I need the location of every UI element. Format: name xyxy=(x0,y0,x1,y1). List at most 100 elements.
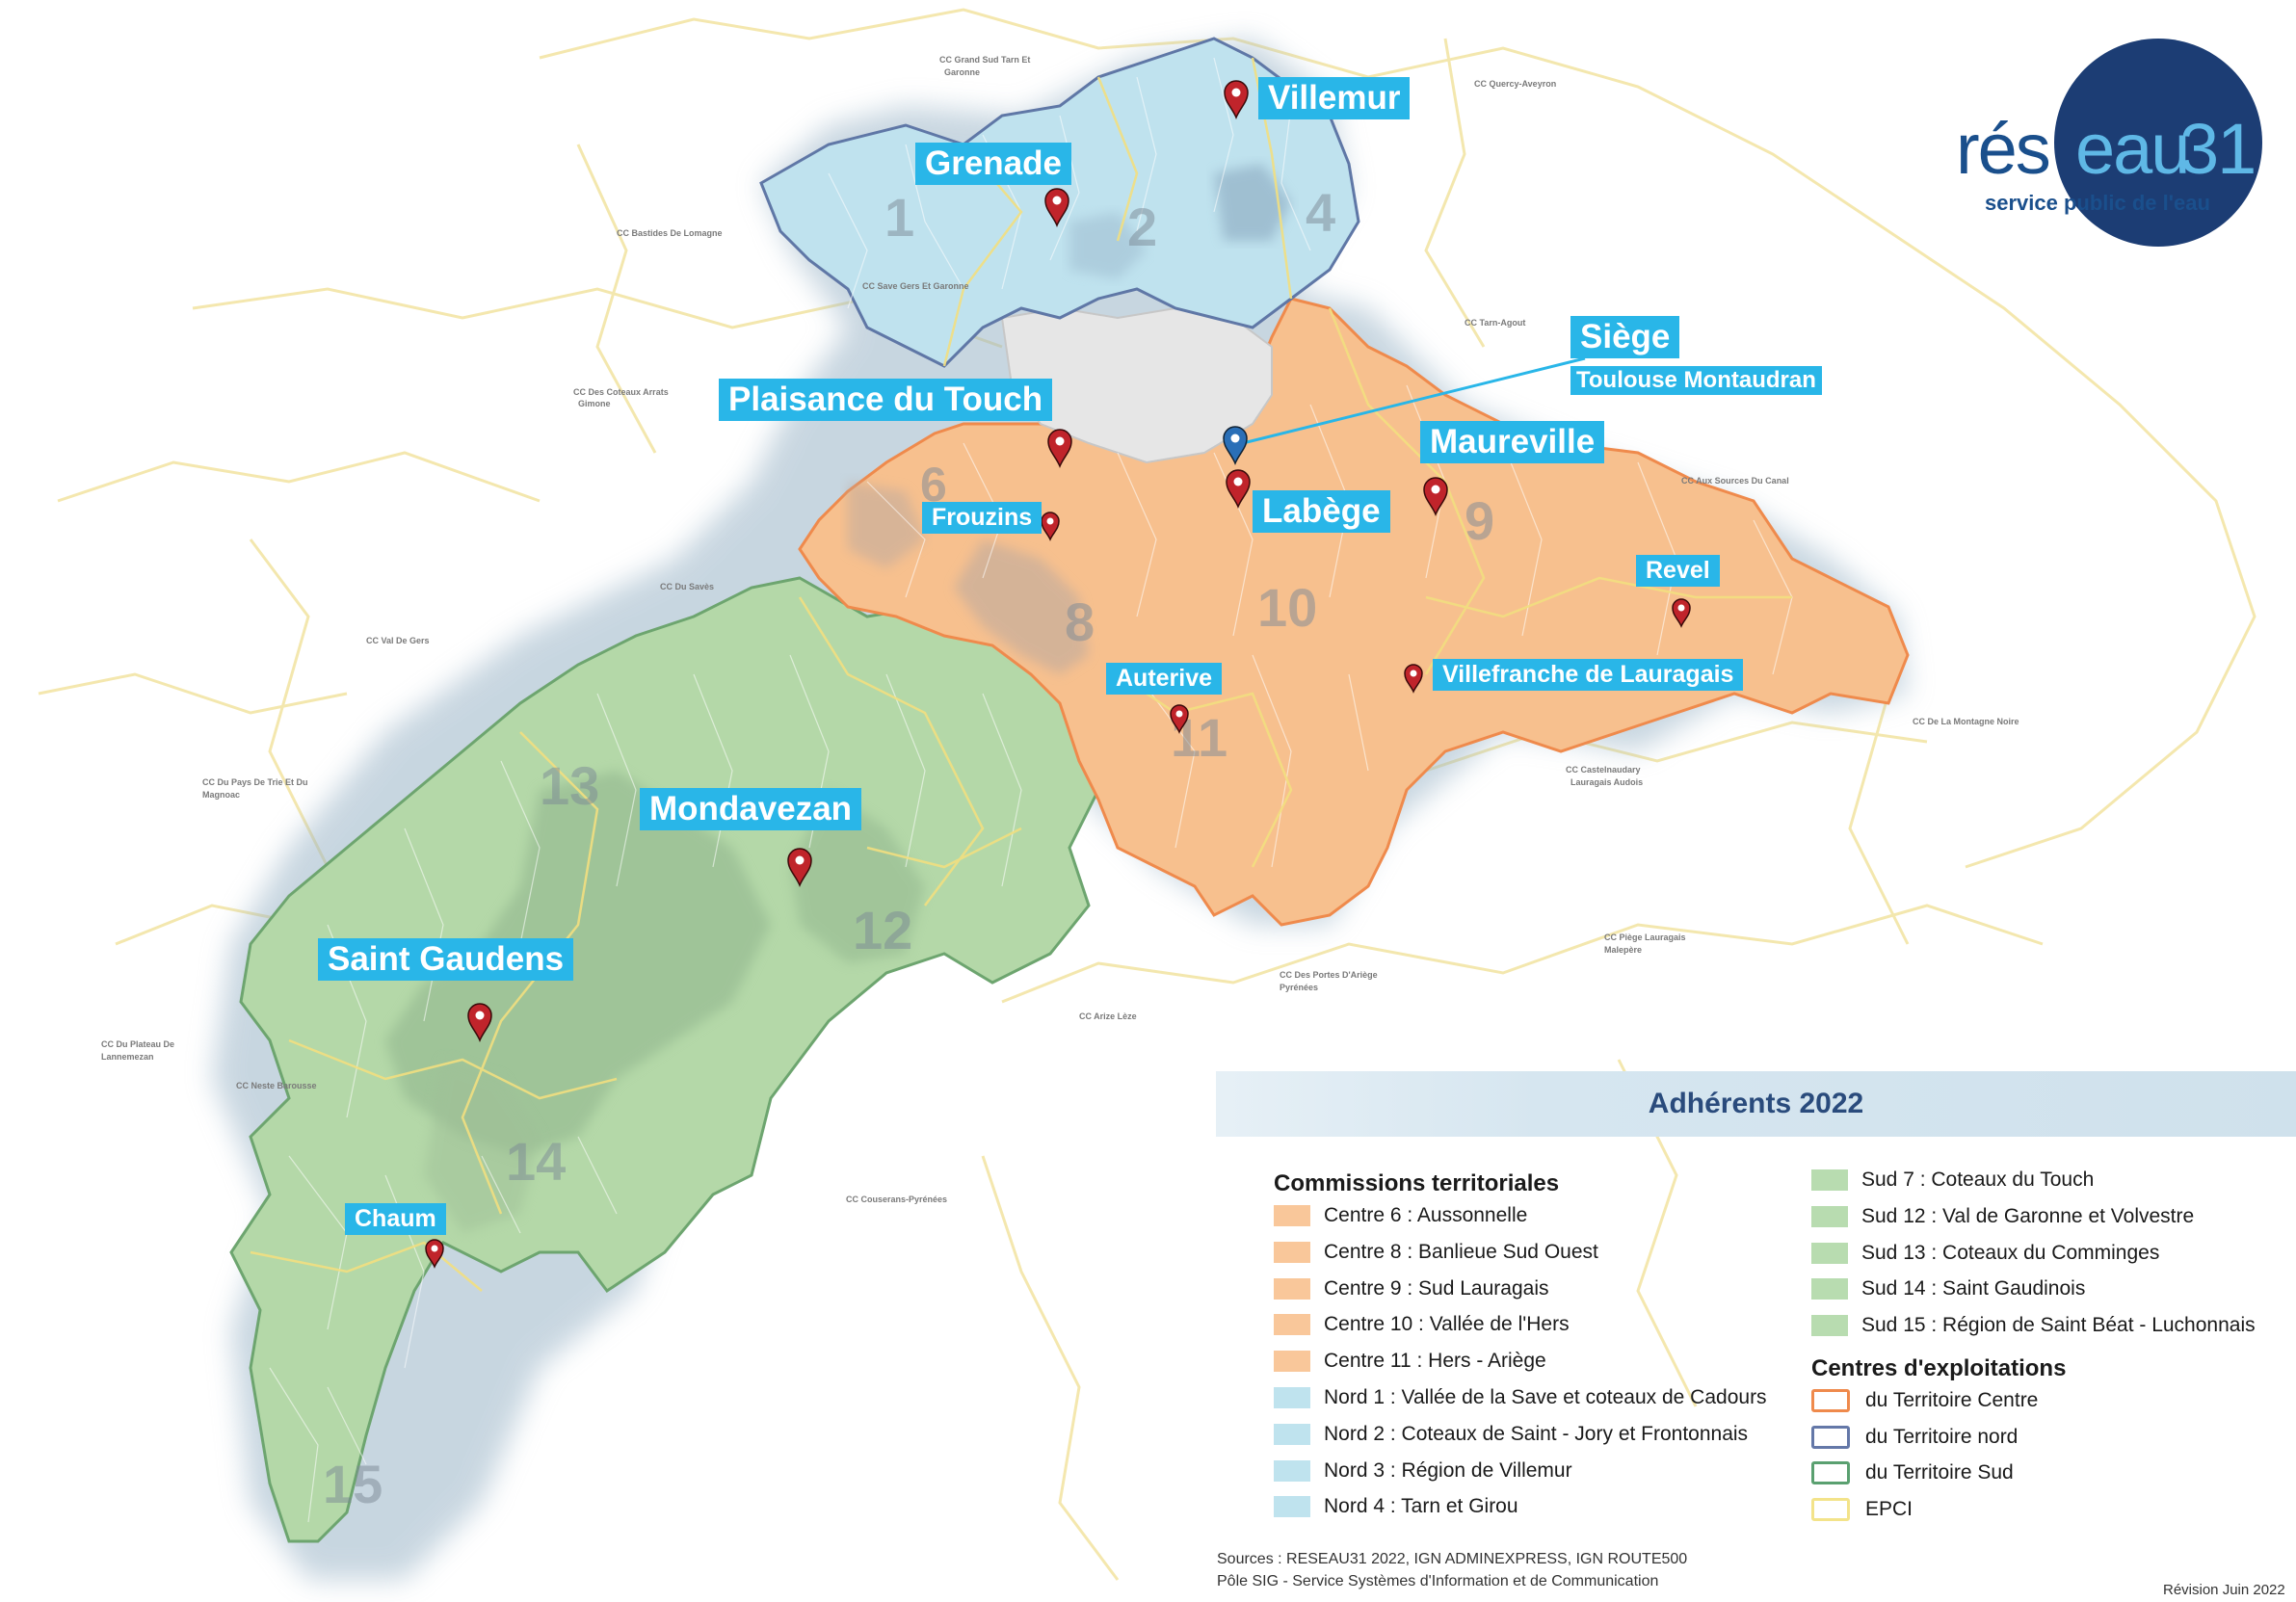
labege-marker-icon[interactable] xyxy=(1226,469,1251,510)
legend-swatch xyxy=(1274,1314,1310,1336)
legend-commission-item: Sud 13 : Coteaux du Comminges xyxy=(1811,1242,2159,1265)
svg-text:CC Save Gers Et Garonne: CC Save Gers Et Garonne xyxy=(862,281,969,291)
legend-commission-label: Sud 12 : Val de Garonne et Volvestre xyxy=(1861,1204,2195,1227)
city-label-chaum[interactable]: Chaum xyxy=(345,1203,446,1235)
revel-marker-icon[interactable] xyxy=(1672,598,1691,628)
city-label-toulouse-montaudran[interactable]: Toulouse Montaudran xyxy=(1570,366,1822,395)
legend-outline-swatch xyxy=(1811,1389,1850,1412)
legend-commission-item: Nord 1 : Vallée de la Save et coteaux de… xyxy=(1274,1386,1767,1409)
zone-1: 1 xyxy=(884,187,914,248)
legend-commission-item: Centre 6 : Aussonnelle xyxy=(1274,1204,1527,1227)
legend-swatch xyxy=(1274,1351,1310,1373)
svg-text:CC Arize Lèze: CC Arize Lèze xyxy=(1079,1011,1137,1021)
legend-swatch xyxy=(1274,1423,1310,1445)
legend-centres-heading: Centres d'exploitations xyxy=(1811,1355,2067,1381)
city-label-mondavezan[interactable]: Mondavezan xyxy=(640,788,862,831)
zone-10: 10 xyxy=(1257,577,1317,638)
legend-commission-label: Sud 14 : Saint Gaudinois xyxy=(1861,1277,2086,1300)
legend-swatch xyxy=(1274,1205,1310,1226)
city-label-auterive[interactable]: Auterive xyxy=(1106,663,1223,695)
svg-text:CC Piège Lauragais: CC Piège Lauragais xyxy=(1604,932,1686,942)
legend-swatch xyxy=(1274,1387,1310,1408)
svg-text:Lannemezan: Lannemezan xyxy=(101,1052,154,1062)
legend-commission-item: Centre 11 : Hers - Ariège xyxy=(1274,1350,1546,1373)
zone-numbers: 1 2 4 6 8 9 10 11 12 13 14 15 xyxy=(323,182,1494,1514)
villefranche-marker-icon[interactable] xyxy=(1404,664,1423,694)
legend-commission-item: Nord 3 : Région de Villemur xyxy=(1274,1459,1572,1483)
svg-text:Gimone: Gimone xyxy=(578,399,611,408)
plaisance-marker-icon[interactable] xyxy=(1047,429,1072,469)
grenade-marker-icon[interactable] xyxy=(1044,188,1069,228)
legend-outline-swatch xyxy=(1811,1497,1850,1521)
legend-commission-label: Centre 11 : Hers - Ariège xyxy=(1324,1350,1546,1373)
legend-centre-label: du Territoire Sud xyxy=(1865,1461,2014,1484)
legend-commission-label: Sud 13 : Coteaux du Comminges xyxy=(1861,1241,2160,1264)
city-label-labege[interactable]: Labège xyxy=(1253,490,1390,534)
legend-swatch xyxy=(1811,1205,1848,1227)
legend-centre-label: du Territoire nord xyxy=(1865,1425,2019,1448)
auterive-marker-icon[interactable] xyxy=(1170,704,1189,734)
svg-text:CC Du Plateau De: CC Du Plateau De xyxy=(101,1039,174,1049)
legend-centre-item: du Territoire nord xyxy=(1811,1425,2019,1449)
legend-centre-label: EPCI xyxy=(1865,1497,1913,1520)
legend-title: Adhérents 2022 xyxy=(1648,1088,1864,1119)
centre-grey-zone-2 xyxy=(848,482,925,568)
nord-dark-zone xyxy=(1214,164,1291,241)
legend-commission-item: Centre 9 : Sud Lauragais xyxy=(1274,1277,1548,1300)
svg-text:CC Castelnaudary: CC Castelnaudary xyxy=(1566,765,1641,775)
logo-graphic: rés eau 31 service public de l'eau xyxy=(1956,39,2262,247)
sources-line-2: Pôle SIG - Service Systèmes d'Informatio… xyxy=(1217,1573,1659,1589)
logo-text-b: eau xyxy=(2075,109,2188,189)
city-label-saint-gaudens[interactable]: Saint Gaudens xyxy=(318,938,574,982)
legend-swatch xyxy=(1811,1278,1848,1300)
legend-commission-label: Centre 8 : Banlieue Sud Ouest xyxy=(1324,1240,1598,1263)
legend-commission-item: Centre 8 : Banlieue Sud Ouest xyxy=(1274,1241,1598,1264)
zone-4: 4 xyxy=(1306,182,1335,243)
svg-text:CC Neste Barousse: CC Neste Barousse xyxy=(236,1081,317,1090)
villemur-marker-icon[interactable] xyxy=(1224,80,1249,120)
svg-text:Magnoac: Magnoac xyxy=(202,790,240,800)
legend-commission-item: Nord 4 : Tarn et Girou xyxy=(1274,1495,1518,1518)
toulouse-area xyxy=(1000,306,1273,464)
siege-marker-icon[interactable] xyxy=(1223,426,1248,466)
zone-14: 14 xyxy=(506,1131,566,1192)
city-label-plaisance[interactable]: Plaisance du Touch xyxy=(719,379,1053,422)
legend-swatch xyxy=(1811,1169,1848,1191)
legend-outline-swatch xyxy=(1811,1425,1850,1449)
reseau31-logo: rés eau 31 service public de l'eau xyxy=(1946,39,2274,260)
city-label-grenade[interactable]: Grenade xyxy=(915,143,1071,186)
legend-commissions-heading: Commissions territoriales xyxy=(1274,1170,1560,1196)
svg-text:CC Val De Gers: CC Val De Gers xyxy=(366,636,430,645)
city-label-villemur[interactable]: Villemur xyxy=(1258,77,1411,120)
legend-swatch xyxy=(1274,1277,1310,1300)
svg-text:Garonne: Garonne xyxy=(944,67,980,77)
sud-dark-relief xyxy=(385,771,771,1156)
zone-15: 15 xyxy=(323,1454,383,1514)
city-label-frouzins[interactable]: Frouzins xyxy=(922,502,1042,534)
legend-commission-label: Nord 3 : Région de Villemur xyxy=(1324,1458,1572,1482)
mondavezan-marker-icon[interactable] xyxy=(787,848,812,888)
legend-commission-item: Sud 12 : Val de Garonne et Volvestre xyxy=(1811,1205,2194,1228)
saint-gaudens-marker-icon[interactable] xyxy=(467,1003,492,1043)
nord-dark-zone-2 xyxy=(1069,212,1147,279)
legend-commission-label: Centre 9 : Sud Lauragais xyxy=(1324,1276,1549,1300)
chaum-marker-icon[interactable] xyxy=(425,1239,444,1269)
legend-centre-label: du Territoire Centre xyxy=(1865,1389,2039,1411)
legend-swatch xyxy=(1274,1459,1310,1482)
svg-text:CC Aux Sources Du Canal: CC Aux Sources Du Canal xyxy=(1681,476,1789,486)
city-label-siege[interactable]: Siège xyxy=(1570,316,1680,359)
svg-text:Malepère: Malepère xyxy=(1604,945,1642,955)
city-label-revel[interactable]: Revel xyxy=(1636,555,1720,587)
svg-text:CC Quercy-Aveyron: CC Quercy-Aveyron xyxy=(1474,79,1556,89)
zone-13: 13 xyxy=(540,755,599,816)
frouzins-marker-icon[interactable] xyxy=(1041,512,1060,541)
svg-text:CC Tarn-Agout: CC Tarn-Agout xyxy=(1465,318,1525,328)
maureville-marker-icon[interactable] xyxy=(1423,477,1448,517)
city-label-villefranche[interactable]: Villefranche de Lauragais xyxy=(1433,659,1744,691)
city-label-maureville[interactable]: Maureville xyxy=(1420,421,1605,464)
markers xyxy=(425,80,1691,1269)
legend-commission-item: Sud 15 : Région de Saint Béat - Luchonna… xyxy=(1811,1314,2256,1337)
legend-centre-item: du Territoire Sud xyxy=(1811,1461,2014,1484)
sud-territory xyxy=(229,576,1100,1543)
